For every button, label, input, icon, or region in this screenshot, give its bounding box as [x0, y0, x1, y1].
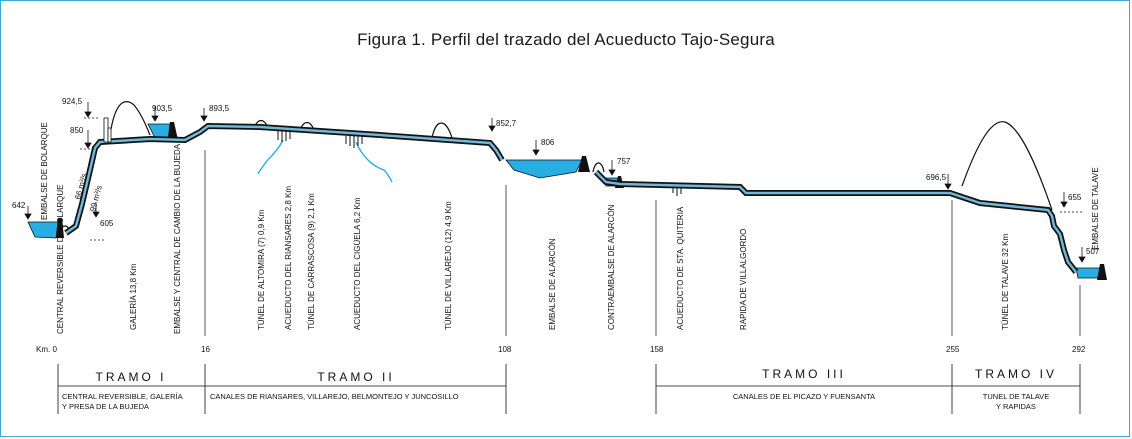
- channel-profile: [64, 122, 1079, 274]
- dams: [56, 122, 1107, 280]
- km-label: 16: [201, 345, 210, 354]
- hill-talave: [961, 121, 1053, 211]
- figure-title: Figura 1. Perfil del trazado del Acueduc…: [357, 30, 775, 49]
- elev-label: 605: [100, 219, 114, 228]
- tower-bujeda: [103, 117, 109, 143]
- elev-label: 806: [541, 138, 555, 147]
- feature-label: ACUEDUCTO DE STA. QUITERIA: [676, 206, 685, 330]
- feature-label: ACUEDUCTO DEL RIANSARES 2,8 Km: [284, 186, 293, 330]
- feature-label: EMBALSE Y CENTRAL DE CAMBIO DE LA BUJEDA: [173, 143, 182, 334]
- dam-bolarque: [56, 218, 64, 238]
- feature-label: TÚNEL DE ALTOMIRA (7) 0,9 Km: [257, 209, 266, 330]
- channel-outer: [64, 122, 1079, 274]
- river-riansares: [257, 139, 284, 175]
- hill-contraembalse: [592, 162, 605, 173]
- km-label: 158: [650, 345, 664, 354]
- flow-label: 99 m³/s: [88, 184, 104, 212]
- structures: [103, 117, 112, 143]
- tramo-desc: Y PRESA DE LA BUJEDA: [62, 402, 149, 411]
- dam-alarcon: [578, 156, 590, 172]
- tramo-name: TRAMO II: [317, 370, 394, 384]
- reservoir-alarcon: [505, 159, 583, 179]
- km-axis: Km. 0 16 108 158 255 292: [36, 345, 1086, 354]
- dam-talave: [1097, 264, 1107, 280]
- reference-lines: [80, 117, 1084, 241]
- hill-bolarque: [109, 101, 151, 136]
- elev-label: 507: [1086, 247, 1100, 256]
- elev-label: 642: [12, 201, 26, 210]
- tramo-desc: Y RAPIDAS: [996, 402, 1036, 411]
- tramo-desc: CANALES DE EL PICAZO Y FUENSANTA: [733, 392, 875, 401]
- feature-label: CONTRAEMBALSE DE ALARCÓN: [607, 204, 616, 330]
- tramo-labels: TRAMO I TRAMO II TRAMO III TRAMO IV CENT…: [62, 367, 1057, 411]
- hill-villarejo: [431, 122, 453, 139]
- section-dividers: [204, 150, 1081, 336]
- dam-bujeda: [168, 122, 178, 140]
- elev-label: 893,5: [209, 104, 230, 113]
- feature-labels: EMBALSE DE BOLARQUE CENTRAL REVERSIBLE D…: [40, 122, 1100, 334]
- aqueduct-supports: [277, 131, 682, 196]
- km-label: 292: [1072, 345, 1086, 354]
- tramo-desc: CANALES DE RIANSARES, VILLAREJO, BELMONT…: [210, 392, 459, 401]
- elev-label: 852,7: [496, 119, 517, 128]
- feature-label: ACUEDUCTO DEL CIGÜELA 6,2 Km: [353, 197, 362, 330]
- tramo-desc: CENTRAL REVERSIBLE, GALERÍA: [62, 392, 183, 401]
- reservoir-bolarque: [27, 221, 59, 239]
- elev-label: 924,5: [62, 97, 83, 106]
- elevation-arrows: [24, 102, 1086, 263]
- km-label: Km. 0: [36, 345, 57, 354]
- feature-label: TÚNEL DE CARRASCOSA (9) 2,1 Km: [307, 193, 316, 330]
- rivers: [257, 139, 393, 183]
- elev-label: 757: [617, 157, 631, 166]
- tramo-table: [57, 364, 1081, 414]
- reservoir-talave: [1075, 267, 1101, 279]
- elev-label: 903,5: [152, 104, 173, 113]
- feature-label: TÚNEL DE VILLAREJO (12) 4,9 Km: [444, 201, 453, 330]
- tramo-desc: TUNEL DE TALAVE: [983, 392, 1049, 401]
- km-label: 108: [498, 345, 512, 354]
- elev-label: 696,5: [926, 173, 947, 182]
- reservoirs: [27, 123, 1101, 279]
- tramo-name: TRAMO I: [96, 370, 167, 384]
- feature-label: GALERÍA 13,8 Km: [129, 263, 138, 330]
- feature-label: EMBALSE DE TALAVE: [1091, 167, 1100, 250]
- tramo-name: TRAMO III: [762, 367, 846, 381]
- tramo-name: TRAMO IV: [975, 367, 1057, 381]
- river-cigüela: [355, 141, 393, 183]
- feature-label: RAPIDA DE VILLALGORDO: [739, 229, 748, 330]
- feature-label: TÚNEL DE TALAVE 32 Km: [1001, 233, 1010, 330]
- feature-label: CENTRAL REVERSIBLE DE BOLARQUE: [56, 184, 65, 334]
- km-label: 255: [946, 345, 960, 354]
- elev-label: 850: [70, 126, 84, 135]
- channel-inner: [65, 124, 1077, 273]
- elev-label: 655: [1068, 193, 1082, 202]
- feature-label: EMBALSE DE BOLARQUE: [40, 122, 49, 220]
- feature-label: EMBALSE DE ALARCÓN: [548, 238, 557, 330]
